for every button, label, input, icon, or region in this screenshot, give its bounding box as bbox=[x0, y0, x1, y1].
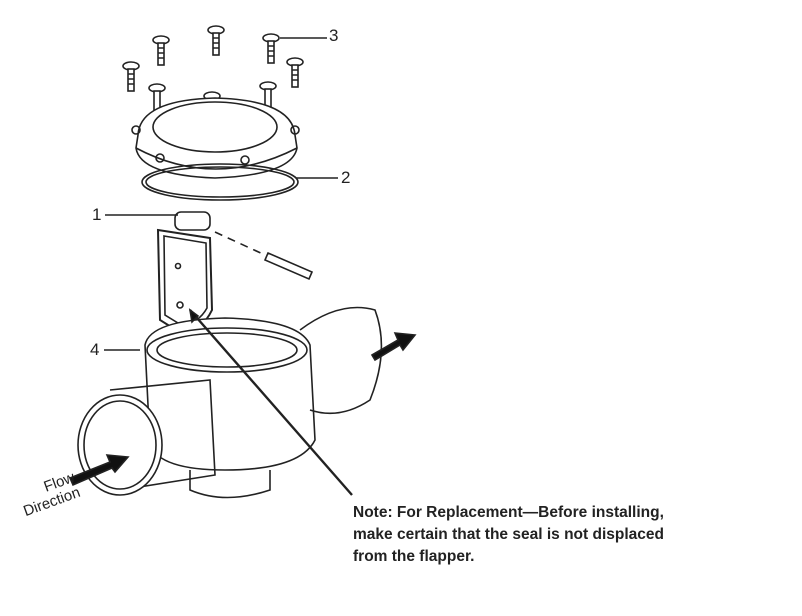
outlet-arrow bbox=[370, 332, 417, 362]
note-leader-line bbox=[189, 309, 353, 496]
flow-arrow bbox=[68, 454, 130, 487]
callout-1: 1 bbox=[92, 205, 102, 224]
replacement-note: Note: For Replacement—Before installing,… bbox=[353, 502, 664, 568]
note-line-1: Note: For Replacement—Before installing, bbox=[353, 504, 664, 521]
note-line-3: from the flapper. bbox=[353, 548, 475, 565]
valve-lid bbox=[131, 97, 300, 179]
valve-body bbox=[77, 306, 383, 499]
callout-4: 4 bbox=[90, 340, 100, 359]
o-ring bbox=[141, 163, 299, 201]
callout-3: 3 bbox=[329, 26, 339, 45]
callout-2: 2 bbox=[341, 168, 351, 187]
note-line-2: make certain that the seal is not displa… bbox=[353, 526, 664, 543]
hinge-pin bbox=[263, 251, 314, 281]
flapper bbox=[156, 211, 214, 332]
